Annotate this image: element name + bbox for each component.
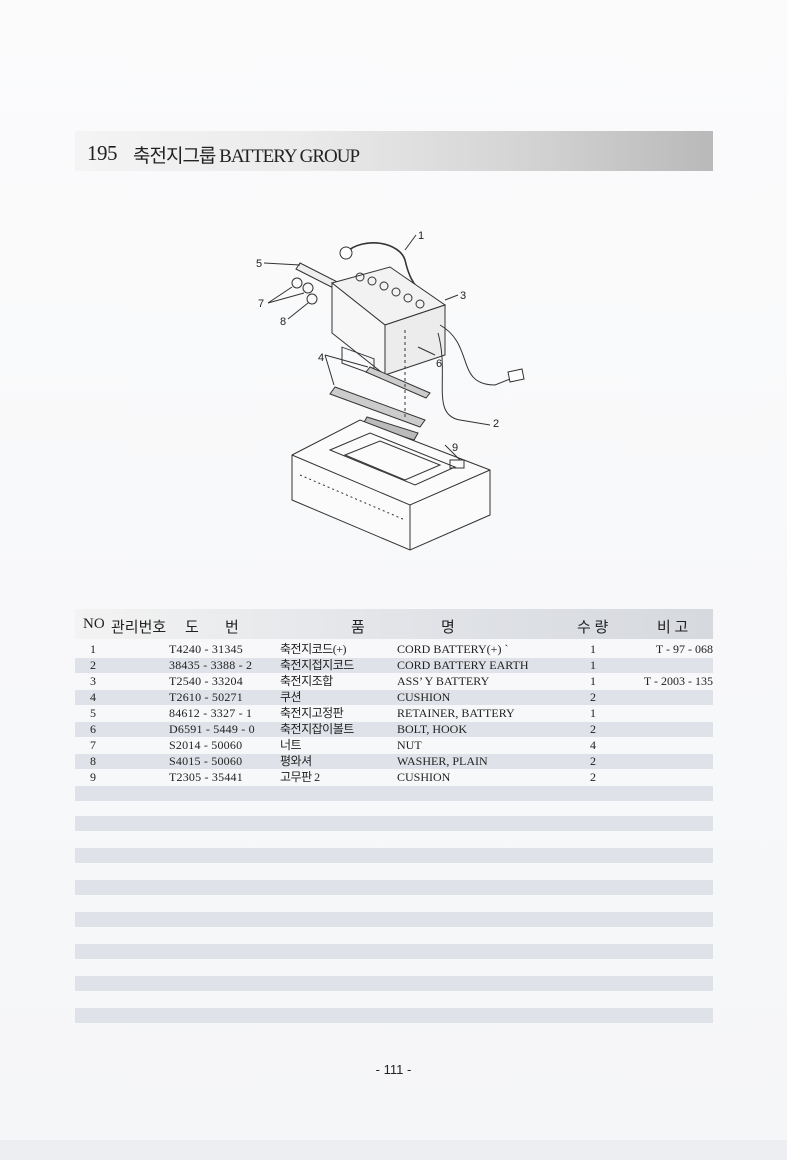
part-name-en: BOLT, HOOK — [397, 722, 468, 736]
table-row: 2 38435 - 3388 - 2 축전지접지코드 CORD BATTERY … — [75, 658, 713, 673]
quantity: 2 — [590, 770, 596, 784]
quantity: 1 — [590, 706, 596, 720]
section-title: 축전지그룹 BATTERY GROUP — [133, 146, 360, 167]
part-name-kr: 축전지잡이볼트 — [280, 722, 354, 736]
scan-edge — [0, 1140, 787, 1160]
empty-row — [75, 848, 713, 863]
part-name-en: CUSHION — [397, 690, 451, 704]
callout-7: 7 — [258, 298, 264, 310]
table-row: 8 S4015 - 50060 평와셔 WASHER, PLAIN 2 — [75, 754, 713, 769]
callout-6: 6 — [436, 358, 442, 370]
part-number: 84612 - 3327 - 1 — [169, 706, 253, 720]
table-row: 5 84612 - 3327 - 1 축전지고정판 RETAINER, BATT… — [75, 706, 713, 721]
table-row: 1 T4240 - 31345 축전지코드(+) CORD BATTERY(+)… — [75, 642, 713, 657]
part-name-kr: 축전지접지코드 — [280, 658, 354, 672]
row-no: 9 — [90, 770, 96, 784]
part-name-en: CORD BATTERY EARTH — [397, 658, 529, 672]
part-name-en: ASS’ Y BATTERY — [397, 674, 490, 688]
callout-1: 1 — [418, 230, 424, 242]
part-name-en: CUSHION — [397, 770, 451, 784]
col-remark: 비 고 — [657, 620, 689, 636]
row-no: 2 — [90, 658, 96, 672]
quantity: 1 — [590, 642, 596, 656]
part-name-en: CORD BATTERY(+) ` — [397, 642, 509, 656]
empty-row — [75, 976, 713, 991]
row-no: 1 — [90, 642, 96, 656]
battery-exploded-diagram: 1 2 3 4 5 6 7 8 9 — [256, 230, 525, 551]
part-name-en: WASHER, PLAIN — [397, 754, 488, 768]
part-name-kr: 평와셔 — [280, 754, 312, 768]
empty-row — [75, 786, 713, 801]
quantity: 4 — [590, 738, 596, 752]
table-row: 7 S2014 - 50060 너트 NUT 4 — [75, 738, 713, 753]
callout-3: 3 — [460, 290, 466, 302]
part-number: D6591 - 5449 - 0 — [169, 722, 255, 736]
empty-row — [75, 880, 713, 895]
part-name-kr: 고무판 2 — [280, 770, 320, 784]
part-number: S4015 - 50060 — [169, 754, 243, 768]
table-row: 9 T2305 - 35441 고무판 2 CUSHION 2 — [75, 770, 713, 785]
empty-row — [75, 816, 713, 831]
part-name-en: NUT — [397, 738, 422, 752]
part-number: S2014 - 50060 — [169, 738, 243, 752]
section-title-bar: 195 축전지그룹 BATTERY GROUP — [75, 131, 713, 171]
part-name-kr: 축전지고정판 — [280, 706, 344, 720]
callout-9: 9 — [452, 442, 458, 454]
col-management-no: 관리번호 — [111, 620, 167, 636]
part-number: T2610 - 50271 — [169, 690, 243, 704]
table-row: 4 T2610 - 50271 쿠션 CUSHION 2 — [75, 690, 713, 705]
quantity: 2 — [590, 690, 596, 704]
remark: T - 97 - 068 — [655, 642, 713, 656]
part-name-kr: 쿠션 — [280, 690, 302, 704]
quantity: 1 — [590, 658, 596, 672]
part-number: T2540 - 33204 — [169, 674, 243, 688]
empty-row — [75, 1008, 713, 1023]
callout-8: 8 — [280, 316, 286, 328]
col-qty: 수 량 — [577, 620, 609, 636]
quantity: 2 — [590, 722, 596, 736]
part-name-kr: 축전지코드(+) — [280, 642, 346, 656]
parts-table-header: NO 관리번호 도 번 품 명 수 량 비 고 — [75, 609, 713, 639]
col-name-2: 명 — [441, 620, 455, 636]
table-row: 3 T2540 - 33204 축전지조합 ASS’ Y BATTERY 1 T… — [75, 674, 713, 689]
row-no: 8 — [90, 754, 96, 768]
row-no: 4 — [90, 690, 96, 704]
part-name-en: RETAINER, BATTERY — [397, 706, 515, 720]
quantity: 2 — [590, 754, 596, 768]
col-drawing-2: 번 — [225, 620, 239, 636]
empty-row — [75, 912, 713, 927]
col-name-1: 품 — [351, 620, 365, 636]
section-number: 195 — [87, 141, 118, 165]
remark: T - 2003 - 135 — [643, 674, 713, 688]
col-drawing-1: 도 — [185, 620, 199, 636]
empty-row — [75, 944, 713, 959]
col-no: NO — [83, 616, 105, 632]
row-no: 6 — [90, 722, 96, 736]
row-no: 3 — [90, 674, 96, 688]
part-number: T2305 - 35441 — [169, 770, 243, 784]
part-number: T4240 - 31345 — [169, 642, 243, 656]
part-name-kr: 축전지조합 — [280, 674, 333, 688]
row-no: 5 — [90, 706, 96, 720]
callout-2: 2 — [493, 418, 499, 430]
callout-5: 5 — [256, 258, 262, 270]
quantity: 1 — [590, 674, 596, 688]
part-number: 38435 - 3388 - 2 — [169, 658, 253, 672]
table-row: 6 D6591 - 5449 - 0 축전지잡이볼트 BOLT, HOOK 2 — [75, 722, 713, 737]
part-name-kr: 너트 — [280, 738, 302, 752]
row-no: 7 — [90, 738, 96, 752]
page-number: - 111 - — [375, 1062, 412, 1077]
callout-4: 4 — [318, 352, 324, 364]
